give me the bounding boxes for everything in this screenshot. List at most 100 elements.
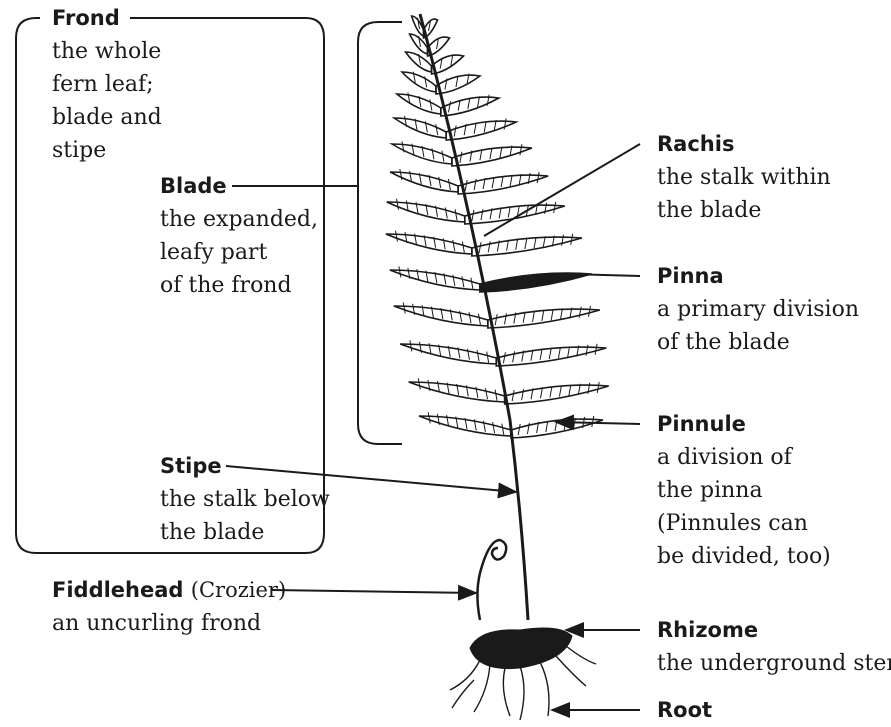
pinnule-stroke bbox=[550, 386, 552, 397]
pinnule-stroke bbox=[559, 386, 561, 397]
pinnule-stroke bbox=[512, 390, 514, 401]
pinnule-stroke bbox=[537, 172, 539, 183]
pinnule-stroke bbox=[468, 98, 470, 109]
rachis-label: Rachis the stalk within the blade bbox=[657, 128, 831, 227]
pinnule-stroke bbox=[534, 237, 536, 248]
pinna-label: Pinna a primary division of the blade bbox=[657, 260, 859, 359]
fiddlehead-label: Fiddlehead (Crozier) an uncurling frond bbox=[52, 574, 286, 640]
pinnule-stroke bbox=[455, 209, 457, 220]
pinnule-leader bbox=[556, 422, 640, 424]
rhizome-label: Rhizome the underground stem bbox=[657, 614, 891, 680]
root-line bbox=[503, 668, 510, 716]
stipe-term: Stipe bbox=[160, 450, 330, 483]
pinnule-stroke bbox=[501, 176, 503, 187]
pinnule-stroke bbox=[579, 307, 581, 318]
pinnule-stroke bbox=[460, 152, 462, 163]
pinna-term: Pinna bbox=[657, 260, 859, 293]
pinnule-stroke bbox=[430, 100, 432, 111]
pinnule-stroke bbox=[597, 382, 599, 393]
rhizome-shape bbox=[470, 628, 572, 669]
pinnule-stroke bbox=[471, 278, 473, 289]
pinnule-stroke bbox=[540, 349, 542, 360]
root-line bbox=[540, 662, 549, 716]
pinnule-stroke bbox=[469, 312, 471, 323]
fiddlehead-desc-1: an uncurling frond bbox=[52, 607, 286, 640]
pinna-right bbox=[505, 385, 609, 404]
pinnule-stroke bbox=[488, 241, 490, 252]
blade-desc-2: leafy part bbox=[160, 236, 318, 269]
pinnule-stroke bbox=[513, 351, 515, 362]
pinnule-stroke bbox=[571, 234, 573, 245]
pinnule-stroke bbox=[403, 302, 405, 313]
pinnule-stroke bbox=[549, 348, 551, 359]
pinnule-desc-4: be divided, too) bbox=[657, 540, 831, 573]
fiddlehead-leader bbox=[272, 590, 476, 593]
root-label: Root bbox=[657, 694, 712, 727]
pinna-left bbox=[390, 172, 458, 192]
pinnule-stroke bbox=[442, 151, 444, 162]
fiddlehead-term-line: Fiddlehead (Crozier) bbox=[52, 574, 286, 607]
frond-desc-2: fern leaf; bbox=[52, 68, 162, 101]
pinnule-stroke bbox=[428, 412, 430, 423]
pinnule-stroke bbox=[586, 345, 588, 356]
pinnule-stroke bbox=[397, 199, 399, 210]
pinnule-stroke bbox=[453, 240, 455, 251]
pinnule-stroke bbox=[445, 208, 447, 219]
pinna-left bbox=[394, 118, 446, 138]
pinnule-stroke bbox=[525, 238, 527, 249]
pinnule-stroke bbox=[516, 239, 518, 250]
pinnule-stroke bbox=[518, 424, 520, 435]
root-line bbox=[450, 660, 480, 690]
pinnule-stroke bbox=[490, 148, 492, 159]
rhizome-desc-1: the underground stem bbox=[657, 647, 891, 680]
pinnule-stroke bbox=[558, 347, 560, 358]
pinnule-term: Pinnule bbox=[657, 408, 831, 441]
pinnule-stroke bbox=[522, 389, 524, 400]
blade-term: Blade bbox=[160, 170, 318, 203]
pinnule-stroke bbox=[554, 202, 556, 213]
pinnule-stroke bbox=[592, 416, 594, 427]
frond-label: Frond the whole fern leaf; blade and sti… bbox=[52, 2, 162, 167]
frond-desc-4: stipe bbox=[52, 134, 162, 167]
pinnule-stroke bbox=[551, 309, 553, 320]
pinna-desc-2: of the blade bbox=[657, 326, 859, 359]
pinnule-stroke bbox=[448, 179, 450, 190]
pinnule-stroke bbox=[465, 180, 467, 191]
rachis-desc-1: the stalk within bbox=[657, 161, 831, 194]
pinnule-stroke bbox=[487, 352, 489, 363]
pinnule-stroke bbox=[462, 241, 464, 252]
pinnule-desc-1: a division of bbox=[657, 441, 831, 474]
blade-label: Blade the expanded, leafy part of the fr… bbox=[160, 170, 318, 302]
pinna-left bbox=[386, 234, 472, 254]
pinnule-stroke bbox=[399, 266, 401, 277]
pinnule-stroke bbox=[532, 311, 534, 322]
rachis-leader bbox=[484, 144, 640, 236]
root-line bbox=[556, 656, 586, 686]
root-line bbox=[474, 664, 490, 712]
rachis-desc-2: the blade bbox=[657, 194, 831, 227]
rachis-term: Rachis bbox=[657, 128, 831, 161]
stipe-desc-1: the stalk below bbox=[160, 483, 330, 516]
pinnule-stroke bbox=[542, 310, 544, 321]
pinnule-stroke bbox=[395, 231, 397, 242]
blade-desc-3: of the frond bbox=[160, 269, 318, 302]
pinnule-stroke bbox=[449, 101, 451, 112]
fern-illustration bbox=[386, 14, 609, 720]
pinnule-stroke bbox=[481, 209, 483, 220]
pinnule-stroke bbox=[562, 235, 564, 246]
pinnule-stroke bbox=[495, 314, 497, 325]
pinnule-stroke bbox=[484, 121, 486, 132]
pinnule-stroke bbox=[436, 124, 438, 135]
pinnule-stroke bbox=[485, 388, 487, 399]
pinnule-stroke bbox=[595, 344, 597, 355]
pinnule-stroke bbox=[495, 390, 497, 401]
pinnule-stroke bbox=[588, 306, 590, 317]
pinnule-stroke bbox=[454, 126, 456, 137]
pinnule-stroke bbox=[479, 242, 481, 253]
pinnule-stroke bbox=[510, 175, 512, 186]
pinnule-stroke bbox=[503, 352, 505, 363]
frond-desc-3: blade and bbox=[52, 101, 162, 134]
pinnule-stroke bbox=[400, 169, 402, 180]
fiddlehead-term: Fiddlehead bbox=[52, 578, 183, 602]
pinna-highlight bbox=[480, 273, 592, 292]
